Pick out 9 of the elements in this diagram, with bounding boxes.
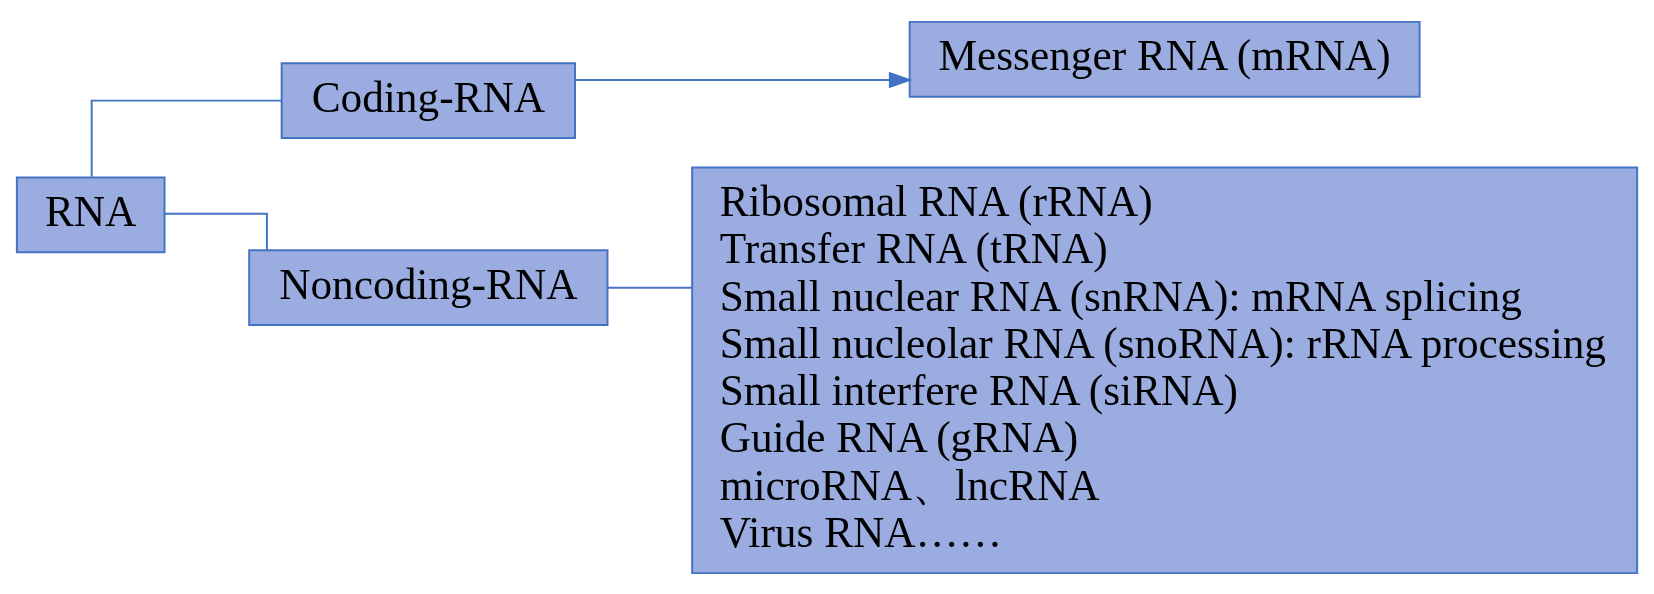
arrow [574, 71, 913, 88]
connector [606, 286, 693, 289]
node-box: Ribosomal RNA (rRNA) Transfer RNA (tRNA) Small nuclear RNA (snRNA): mRNA splicing Small nucleolar RNA (snoRNA): rRNA processing Small interfere RNA (siRNA) Guide RNA (gRNA) microRNA、lncRNA Virus RNA…… [691, 166, 1639, 574]
connector [90, 99, 283, 178]
node-box: Coding-RNA [280, 61, 576, 139]
node-box: Noncoding-RNA [248, 248, 609, 326]
connector [163, 212, 268, 251]
node-box: Messenger RNA (mRNA) [908, 20, 1421, 98]
node-box: RNA [15, 175, 166, 253]
